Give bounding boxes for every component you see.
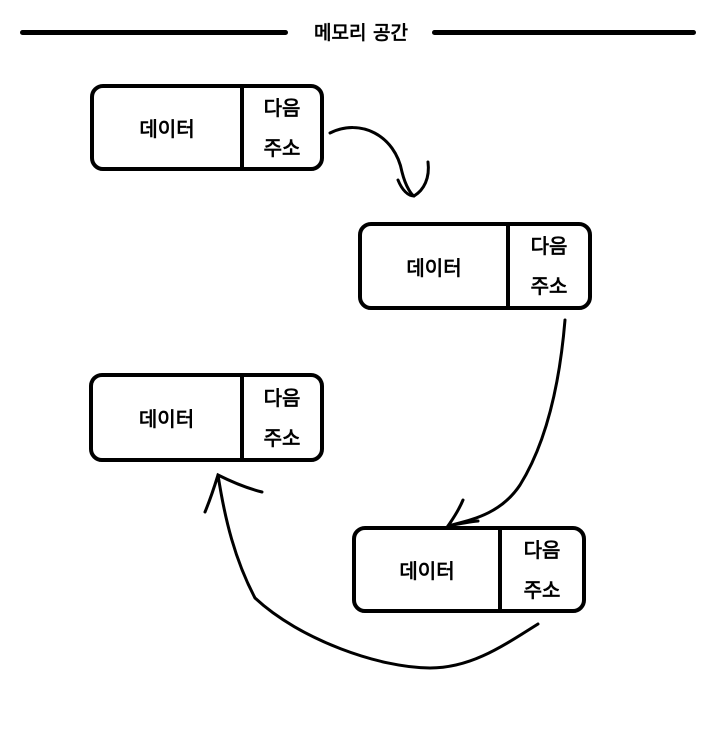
node-next-address-cell: 다음 주소 [510, 226, 588, 306]
linked-list-node-4: 데이터 다음 주소 [352, 526, 586, 613]
node-data-cell: 데이터 [94, 88, 244, 167]
arrowhead-node2-to-node4 [444, 498, 480, 529]
arrowhead-node1-to-node2 [396, 160, 430, 198]
next-label-line-1: 다음 [530, 234, 568, 258]
node-data-cell: 데이터 [362, 226, 510, 306]
linked-list-node-2: 데이터 다음 주소 [358, 222, 592, 310]
node-next-address-cell: 다음 주소 [244, 377, 320, 458]
arrow-node1-to-node2 [328, 126, 416, 198]
title-rule-right [432, 30, 696, 35]
title-rule-left [20, 30, 288, 35]
linked-list-node-1: 데이터 다음 주소 [90, 84, 324, 171]
next-label-line-2: 주소 [263, 135, 301, 160]
next-label-line-1: 다음 [263, 95, 301, 120]
node-next-address-cell: 다음 주소 [502, 530, 582, 609]
diagram-title: 메모리 공간 [313, 22, 408, 44]
next-label-line-1: 다음 [523, 537, 561, 562]
arrow-node4-to-node3 [216, 473, 540, 670]
linked-list-node-3: 데이터 다음 주소 [89, 373, 324, 462]
next-label-line-2: 주소 [530, 274, 568, 298]
arrowhead-node4-to-node3 [203, 472, 264, 514]
node-next-address-cell: 다음 주소 [244, 88, 320, 167]
next-label-line-2: 주소 [523, 577, 561, 602]
arrow-node2-to-node4 [446, 318, 567, 528]
next-label-line-1: 다음 [263, 385, 301, 410]
node-data-cell: 데이터 [356, 530, 502, 609]
next-label-line-2: 주소 [263, 425, 301, 450]
node-data-cell: 데이터 [93, 377, 244, 458]
